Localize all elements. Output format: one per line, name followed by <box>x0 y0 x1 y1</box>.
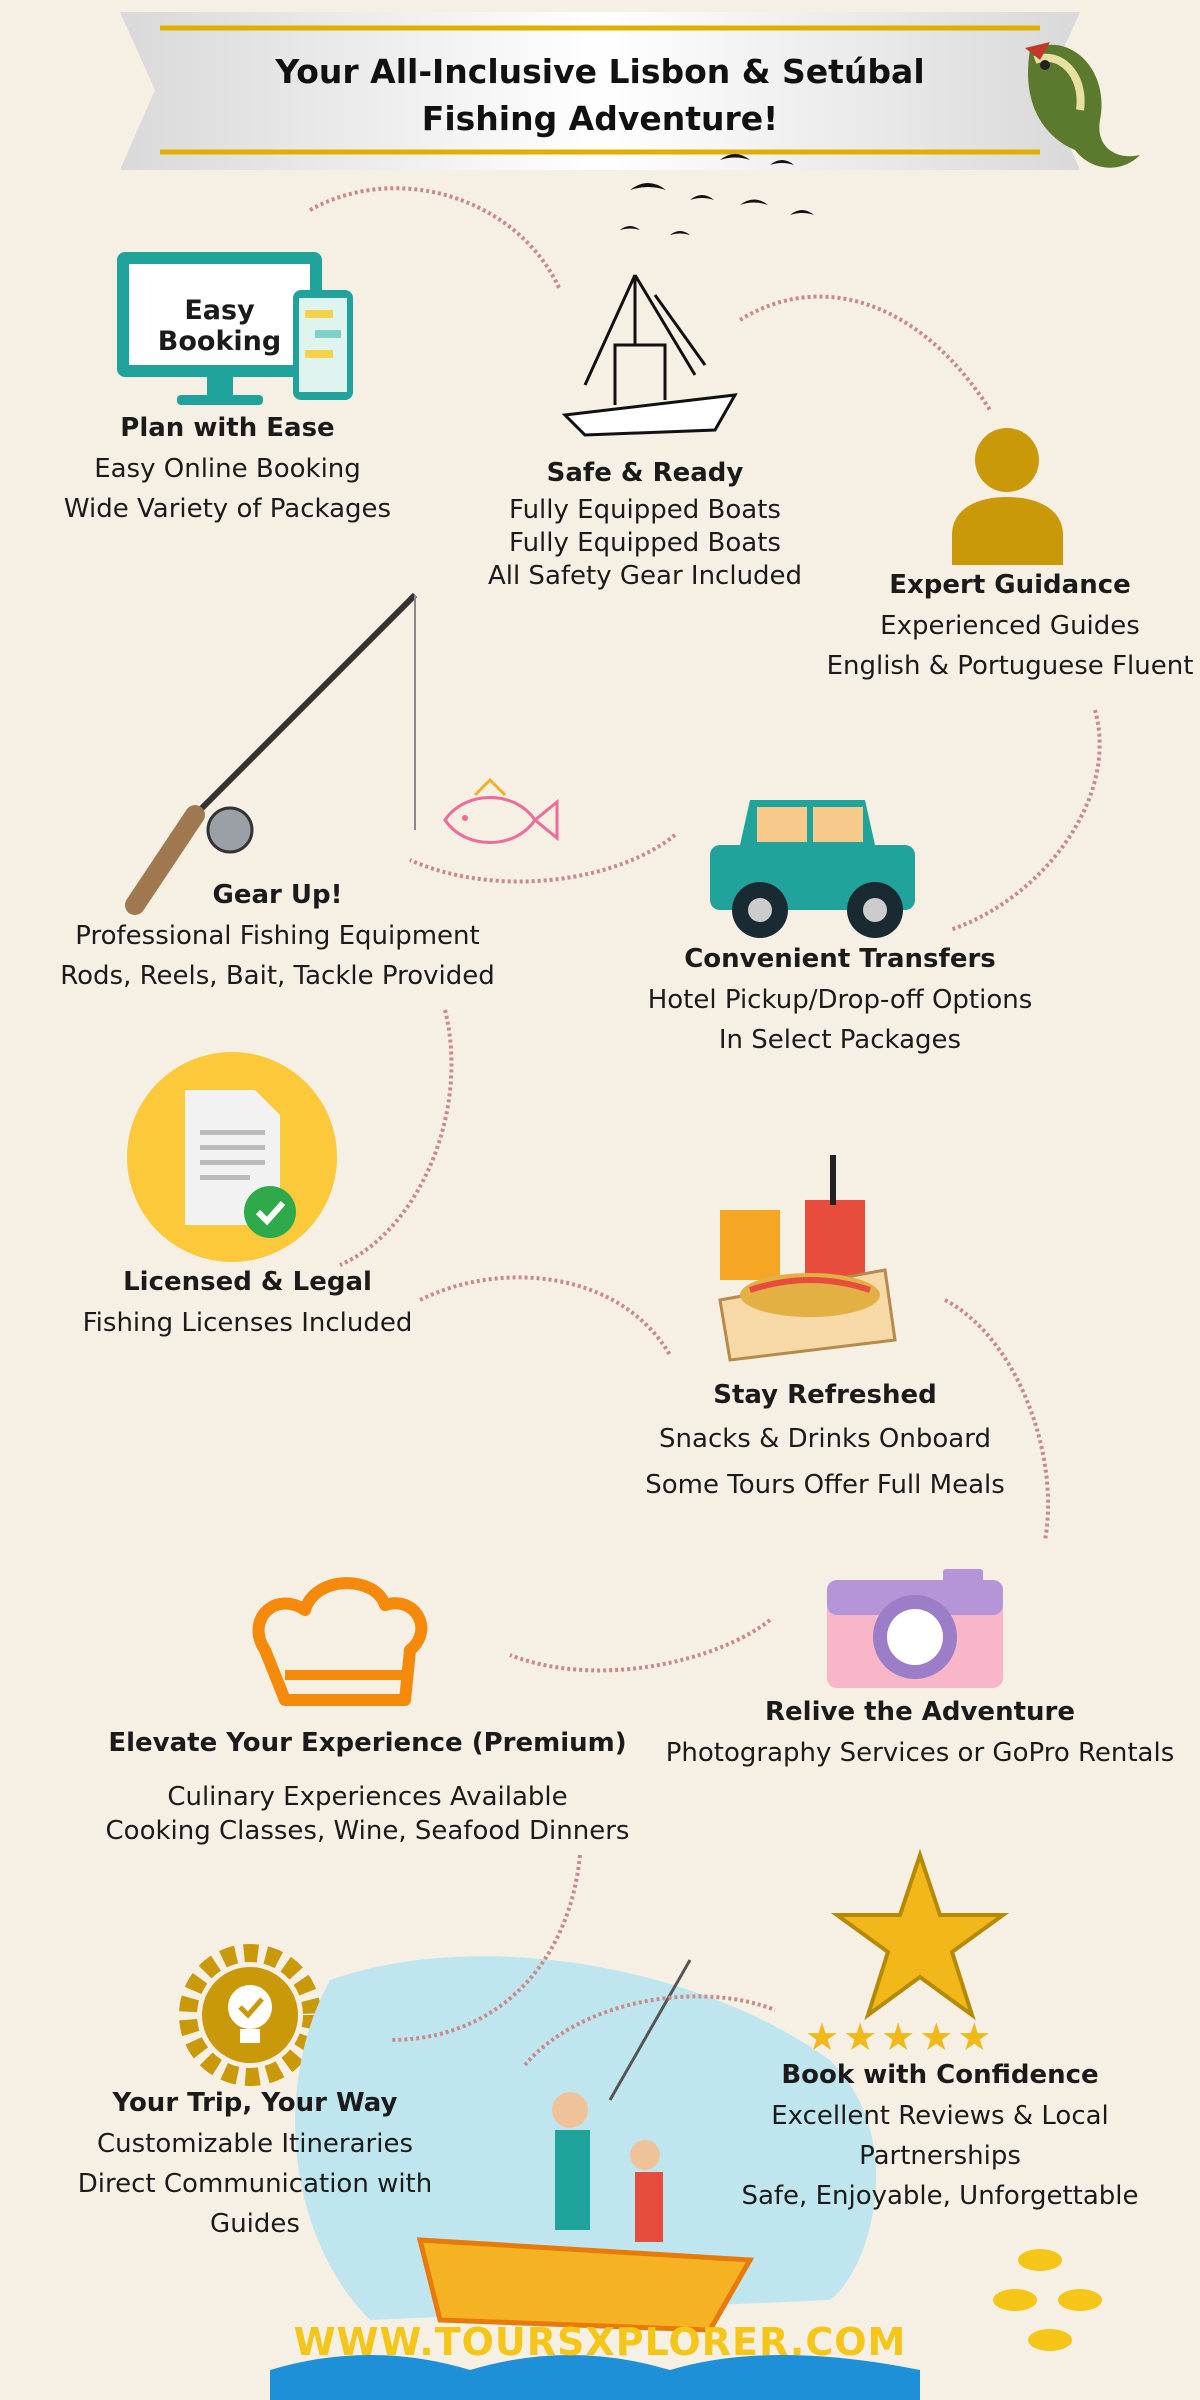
section-heading: Book with Confidence <box>781 2060 1099 2090</box>
section-line: Wide Variety of Packages <box>63 494 392 524</box>
section-line: English & Portuguese Fluent <box>826 651 1194 681</box>
booking-screen-label: Easy Booking <box>157 295 282 357</box>
guide-person-icon <box>952 428 1063 565</box>
section-line: In Select Packages <box>718 1025 962 1055</box>
gear-up-block: Gear Up! Professional Fishing Equipment … <box>55 880 500 996</box>
elevate-experience-block: Elevate Your Experience (Premium) Culina… <box>100 1728 635 1848</box>
gold-star-icon <box>830 1848 1010 2021</box>
rating-stars: ★★★★★ <box>805 2015 996 2059</box>
license-document-icon <box>127 1052 337 1262</box>
section-heading: Safe & Ready <box>546 458 744 488</box>
section-line: Direct Communication with Guides <box>77 2169 433 2239</box>
section-heading: Plan with Ease <box>120 413 335 443</box>
section-line: All Safety Gear Included <box>487 561 803 591</box>
section-line: Culinary Experiences Available <box>167 1782 568 1812</box>
book-with-confidence-block: Book with Confidence Excellent Reviews &… <box>690 2060 1190 2216</box>
section-line: Fully Equipped Boats <box>509 528 781 558</box>
your-trip-your-way-block: Your Trip, Your Way Customizable Itinera… <box>30 2088 480 2244</box>
plan-with-ease-block: Plan with Ease Easy Online Booking Wide … <box>50 413 405 529</box>
section-line: Easy Online Booking <box>94 454 361 484</box>
section-line: Professional Fishing Equipment <box>75 921 480 951</box>
section-heading: Gear Up! <box>212 880 343 910</box>
section-heading: Licensed & Legal <box>123 1267 372 1297</box>
section-line: Rods, Reels, Bait, Tackle Provided <box>60 961 495 991</box>
licensed-legal-block: Licensed & Legal Fishing Licenses Includ… <box>70 1267 425 1343</box>
section-line: Experienced Guides <box>880 611 1140 641</box>
section-heading: Stay Refreshed <box>713 1380 937 1410</box>
section-heading: Elevate Your Experience (Premium) <box>108 1728 627 1758</box>
booking-monitor-icon <box>117 252 353 405</box>
section-line: Snacks & Drinks Onboard <box>659 1424 991 1454</box>
stay-refreshed-block: Stay Refreshed Snacks & Drinks Onboard S… <box>635 1380 1015 1508</box>
fishing-rod-icon <box>125 592 418 915</box>
small-fish-icon <box>443 777 559 844</box>
convenient-transfers-block: Convenient Transfers Hotel Pickup/Drop-o… <box>630 944 1050 1060</box>
section-heading: Relive the Adventure <box>765 1697 1075 1727</box>
section-heading: Your Trip, Your Way <box>112 2088 398 2118</box>
section-line: Hotel Pickup/Drop-off Options <box>647 985 1033 1015</box>
chef-hat-icon <box>252 1577 428 1706</box>
section-line: Safe, Enjoyable, Unforgettable <box>741 2181 1139 2211</box>
section-line: Excellent Reviews & Local Partnerships <box>771 2101 1109 2171</box>
bass-fish-icon <box>1025 42 1140 168</box>
snacks-drinks-icon <box>718 1155 897 1362</box>
expert-guidance-block: Expert Guidance Experienced Guides Engli… <box>820 570 1200 686</box>
fishing-boat-icon <box>561 274 738 437</box>
relive-adventure-block: Relive the Adventure Photography Service… <box>655 1697 1185 1773</box>
yellow-fish-cluster-icon <box>993 2249 1102 2351</box>
safe-ready-block: Safe & Ready Fully Equipped Boats Fully … <box>460 458 830 593</box>
lightbulb-gear-icon <box>179 1944 321 2086</box>
jeep-icon <box>710 800 915 938</box>
section-line: Cooking Classes, Wine, Seafood Dinners <box>105 1816 630 1846</box>
title-banner <box>120 12 1080 170</box>
camera-icon <box>827 1569 1003 1688</box>
section-heading: Convenient Transfers <box>684 944 996 974</box>
section-heading: Expert Guidance <box>889 570 1131 600</box>
section-line: Fishing Licenses Included <box>82 1308 413 1338</box>
fishing-family-boat-illustration <box>270 1956 920 2400</box>
section-line: Customizable Itineraries <box>96 2129 414 2159</box>
page-title: Your All-Inclusive Lisbon & Setúbal Fish… <box>275 52 925 138</box>
section-line: Photography Services or GoPro Rentals <box>665 1738 1175 1768</box>
birds-icon <box>620 154 814 235</box>
section-line: Some Tours Offer Full Meals <box>645 1470 1005 1500</box>
website-url-link[interactable]: WWW.TOURSXPLORER.COM <box>293 2320 907 2364</box>
section-line: Fully Equipped Boats <box>509 495 781 525</box>
